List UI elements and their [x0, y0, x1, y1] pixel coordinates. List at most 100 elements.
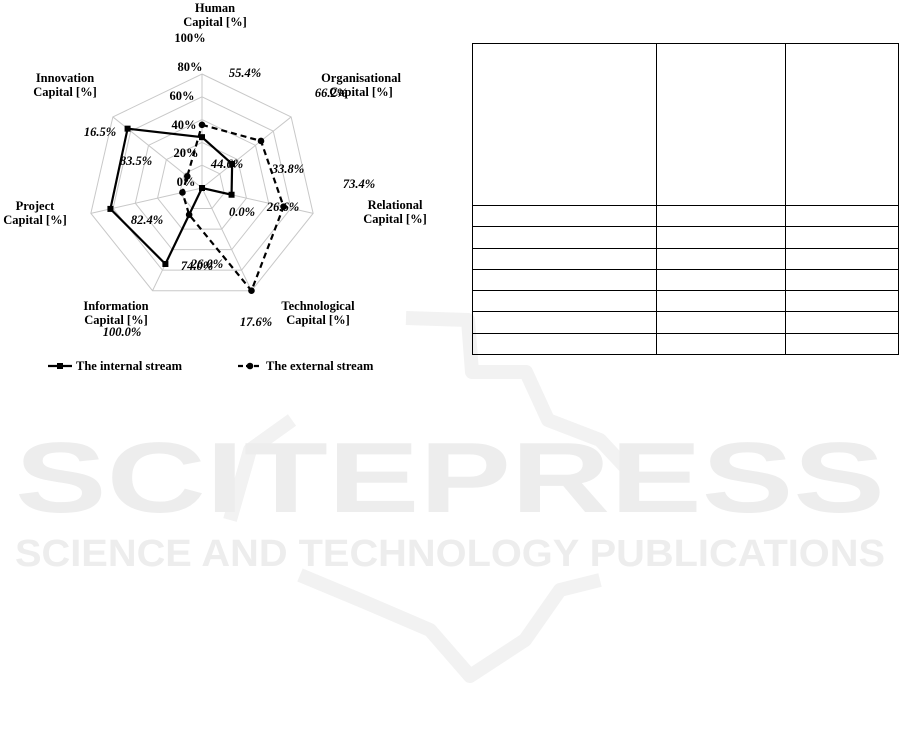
table-cell: [471, 332, 658, 356]
table-cell: [471, 268, 658, 292]
radar-grid: [90, 73, 314, 292]
radial-tick-label: 80%: [178, 60, 203, 74]
value-label: 74.0%: [181, 259, 213, 273]
axis-label: Human: [195, 1, 235, 15]
data-point-circle: [248, 287, 255, 295]
table-cell: [784, 42, 900, 207]
axis-label: Organisational: [321, 71, 401, 85]
data-point-square: [124, 125, 131, 132]
data-point-circle: [183, 172, 191, 180]
series-line-2: [181, 123, 285, 293]
table-cell: [784, 311, 900, 334]
data-point-circle: [179, 189, 186, 196]
axis-label: Capital [%]: [3, 213, 67, 227]
value-label: 26.6%: [266, 200, 299, 214]
radial-tick-label: 40%: [172, 118, 197, 132]
axis-label: Capital [%]: [33, 85, 97, 99]
axis-label: Information: [83, 299, 148, 313]
legend-marker: [57, 363, 63, 369]
axis-label: Relational: [368, 198, 423, 212]
series-line-1: [109, 127, 234, 266]
table-cell: [656, 268, 786, 292]
table-cell: [471, 42, 658, 207]
value-label: 100.0%: [103, 325, 142, 339]
table-cell: [471, 247, 658, 270]
table-row: [471, 311, 900, 334]
table-cell: [784, 226, 900, 249]
table-cell: [656, 247, 786, 270]
table-row: [471, 226, 900, 249]
table-cell: [471, 290, 658, 313]
table-row: [471, 268, 900, 292]
table-cell: [784, 268, 900, 292]
axis-label: Project: [16, 199, 55, 213]
grid-ring: [112, 96, 292, 271]
data-point-circle: [185, 211, 193, 219]
data-table: [471, 42, 900, 356]
table-cell: [656, 42, 786, 207]
value-label: 83.5%: [120, 154, 152, 168]
table-cell: [471, 205, 658, 228]
value-label: 0.0%: [229, 205, 255, 219]
value-label: 73.4%: [343, 177, 375, 191]
grid-ring: [179, 164, 225, 210]
radial-tick-label: 100%: [174, 31, 205, 45]
data-point-square: [199, 185, 205, 191]
grid-ring: [134, 119, 270, 251]
watermark-subtitle: SCIENCE AND TECHNOLOGY PUBLICATIONS: [15, 533, 885, 575]
table-cell: [656, 332, 786, 356]
value-label: 55.4%: [229, 66, 261, 80]
table-cell: [656, 290, 786, 313]
table-cell: [784, 290, 900, 313]
table-cell: [784, 205, 900, 228]
legend-label: The external stream: [266, 359, 374, 373]
watermark-title: SCITEPRESS: [15, 422, 885, 534]
radar-series: [107, 121, 287, 295]
legend-marker: [246, 362, 254, 370]
data-point-circle: [280, 203, 287, 210]
table-row: [471, 332, 900, 356]
grid-ring: [90, 73, 314, 292]
data-point-circle: [257, 137, 265, 145]
data-point-square: [199, 134, 205, 141]
table-cell: [471, 226, 658, 249]
table-cell: [656, 205, 786, 228]
axis-label: Capital [%]: [84, 313, 148, 327]
value-label: 17.6%: [240, 315, 272, 329]
value-label: 66.2%: [315, 86, 347, 100]
axis-label: Innovation: [36, 71, 94, 85]
grid-ring: [157, 141, 247, 230]
data-point-square: [107, 205, 114, 212]
table-cell: [656, 311, 786, 334]
table-row: [471, 205, 900, 228]
axis-label: Capital [%]: [286, 313, 350, 327]
value-label: 82.4%: [131, 213, 163, 227]
radial-tick-label: 60%: [170, 89, 195, 103]
table-row: [471, 247, 900, 270]
table-cell: [656, 226, 786, 249]
data-point-square: [162, 261, 169, 268]
data-point-square: [229, 160, 236, 167]
axis-label: Capital [%]: [183, 15, 247, 29]
value-label: 44.6%: [210, 157, 243, 171]
table-header-row: [471, 42, 900, 207]
radial-tick-label: 20%: [174, 146, 199, 160]
table-cell: [784, 332, 900, 356]
value-label: 26.0%: [190, 257, 223, 271]
axis-label: Capital [%]: [363, 212, 427, 226]
axis-label: Capital [%]: [329, 85, 393, 99]
radial-tick-label: 0%: [177, 175, 196, 189]
value-label: 16.5%: [84, 125, 116, 139]
legend-label: The internal stream: [76, 359, 183, 373]
value-label: 33.8%: [271, 162, 304, 176]
data-point-circle: [198, 121, 206, 129]
grid-spoke: [201, 187, 252, 291]
grid-spoke: [201, 116, 292, 189]
table-row: [471, 290, 900, 313]
table-cell: [784, 247, 900, 270]
chart-legend: The internal stream The external stream: [48, 359, 374, 373]
axis-label: Technological: [281, 299, 355, 313]
